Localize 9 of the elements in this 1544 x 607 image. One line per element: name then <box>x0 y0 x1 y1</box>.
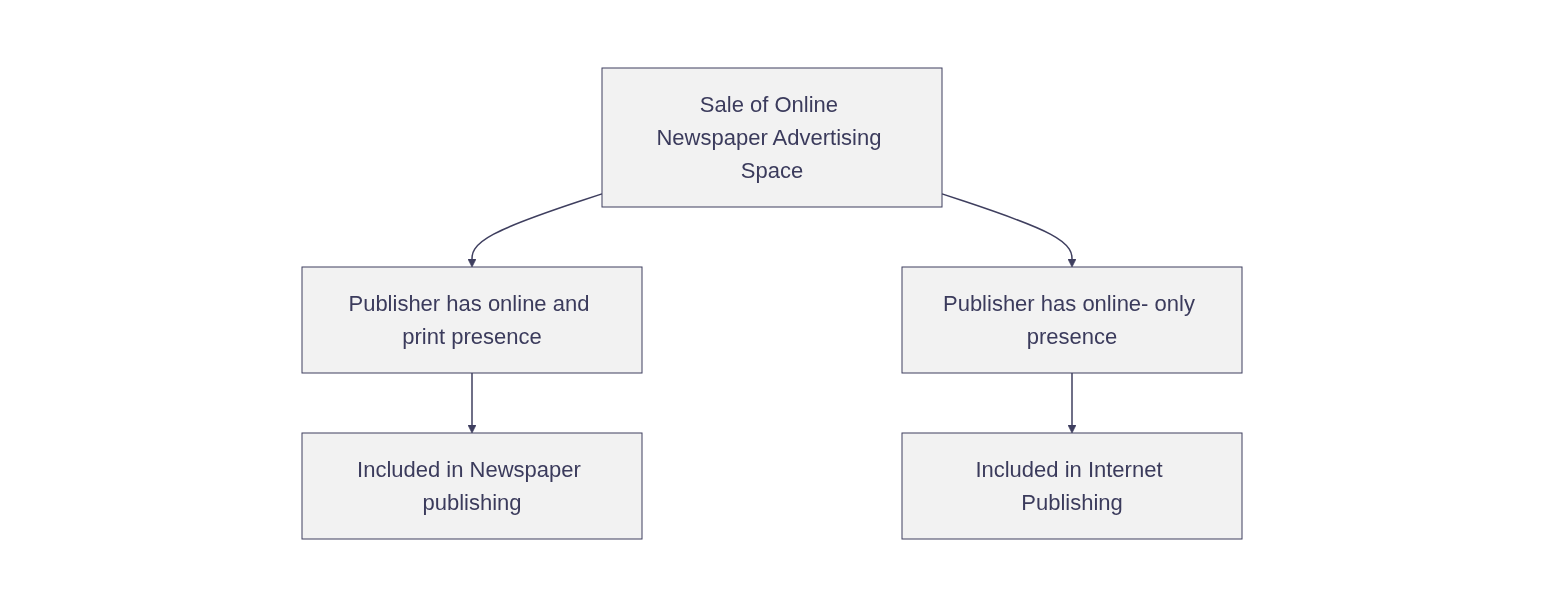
arrow <box>941 193 1077 268</box>
node-box: Included in Internet Publishing <box>901 432 1243 540</box>
node-box: Included in Newspaper publishing <box>301 432 643 540</box>
arrow <box>1067 372 1077 434</box>
node-box: Publisher has online- only presence <box>901 266 1243 374</box>
node-box: Sale of Online Newspaper Advertising Space <box>601 67 943 208</box>
arrow <box>467 372 477 434</box>
arrow <box>467 193 603 268</box>
node-box: Publisher has online and print presence <box>301 266 643 374</box>
